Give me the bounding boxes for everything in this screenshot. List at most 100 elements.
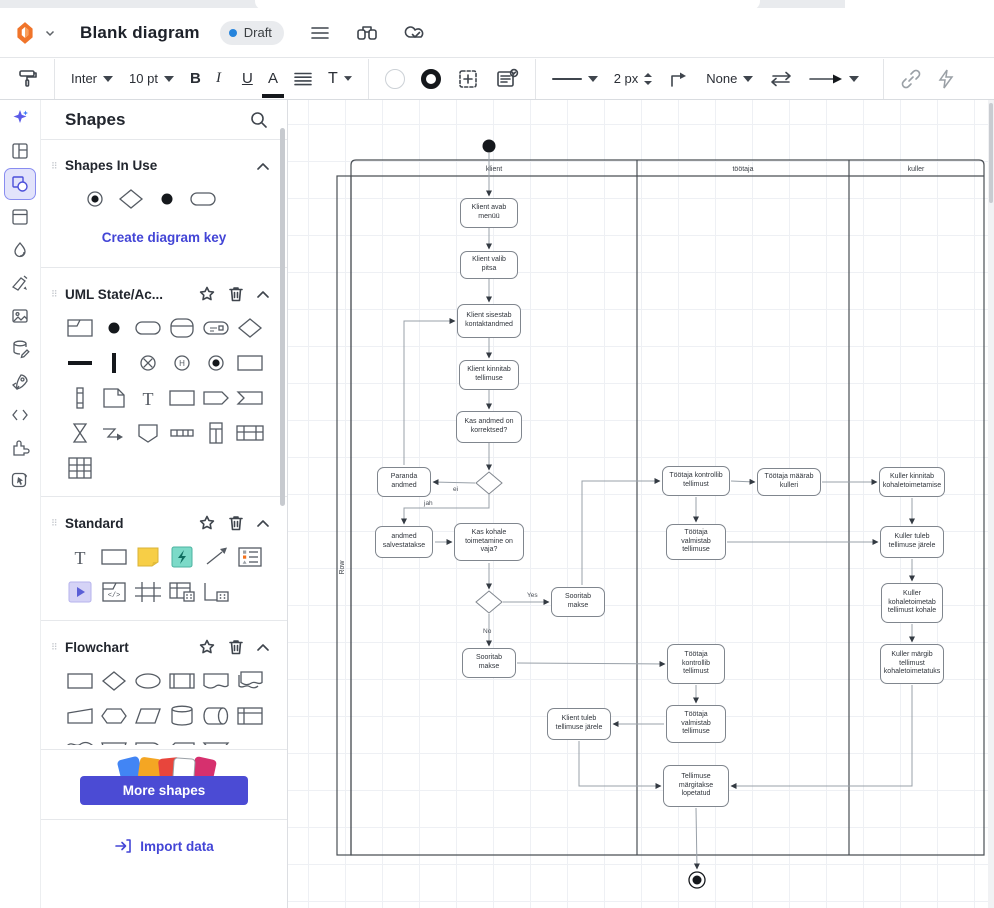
shape-thumb-lifeline[interactable] xyxy=(65,386,95,410)
collapse-chevron-icon[interactable] xyxy=(257,519,269,527)
drag-handle-icon[interactable]: ⠿ xyxy=(51,160,59,171)
collapse-chevron-icon[interactable] xyxy=(257,290,269,298)
activity-node[interactable]: Kuller kohaletoimetab tellimust kohale xyxy=(881,583,943,623)
initial-node[interactable] xyxy=(482,139,496,153)
nav-actions-icon[interactable] xyxy=(5,466,35,496)
shape-thumb-zigzag-arrow[interactable] xyxy=(99,421,129,445)
activity-node[interactable]: Kuller kinnitab kohaletoimetamise xyxy=(879,467,945,497)
shape-thumb-document[interactable] xyxy=(201,669,231,693)
decision-node[interactable] xyxy=(475,471,503,495)
lane-header-klient[interactable]: klient xyxy=(486,166,502,173)
activity-node[interactable]: Sooritab makse xyxy=(462,648,516,678)
activity-node[interactable]: Klient valib pitsa xyxy=(460,251,518,279)
nav-layout-panels-icon[interactable] xyxy=(5,136,35,166)
text-color-button[interactable]: A xyxy=(260,64,286,98)
activity-node[interactable]: Kas andmed on korrektsed? xyxy=(456,411,522,443)
nav-ai-assist-icon[interactable] xyxy=(5,103,35,133)
shape-thumb-fork-horizontal[interactable] xyxy=(65,351,95,375)
shape-thumb-table-wide[interactable] xyxy=(235,421,265,445)
section-title[interactable]: UML State/Ac... xyxy=(65,286,164,302)
bold-button[interactable]: B xyxy=(189,70,201,87)
connector-type-icon[interactable] xyxy=(660,64,698,94)
shape-thumb-decision[interactable] xyxy=(99,669,129,693)
shape-thumb-package[interactable] xyxy=(133,421,163,445)
underline-button[interactable]: U xyxy=(241,70,253,87)
lane-header-kuller[interactable]: kuller xyxy=(908,166,925,173)
decision-node[interactable] xyxy=(475,590,503,614)
shape-thumb-final-node[interactable] xyxy=(80,187,110,211)
nav-frames-icon[interactable] xyxy=(5,202,35,232)
activity-node[interactable]: Klient tuleb tellimuse järele xyxy=(547,708,611,740)
trash-icon[interactable] xyxy=(229,515,243,531)
format-painter-icon[interactable] xyxy=(8,64,46,94)
activity-node[interactable]: Töötaja kontrollib tellimust xyxy=(662,466,730,496)
swimlane-frame[interactable] xyxy=(350,159,985,856)
nav-data-icon[interactable] xyxy=(5,334,35,364)
fill-color-swatch[interactable] xyxy=(384,68,405,89)
shape-thumb-text[interactable]: T xyxy=(133,386,163,410)
shape-thumb-state-compartment[interactable] xyxy=(167,316,197,340)
shape-thumb-merge[interactable] xyxy=(201,738,231,745)
activity-node[interactable]: Klient avab menüü xyxy=(460,198,518,228)
shape-thumb-initial-node[interactable] xyxy=(152,187,182,211)
connector[interactable] xyxy=(693,807,700,870)
shape-thumb-direct-access[interactable] xyxy=(201,704,231,728)
trash-icon[interactable] xyxy=(229,639,243,655)
activity-node[interactable]: Paranda andmed xyxy=(377,467,431,497)
connector[interactable] xyxy=(516,660,666,667)
shape-thumb-text[interactable]: T xyxy=(65,545,95,569)
import-data-row[interactable]: Import data xyxy=(41,820,287,872)
nav-styles-icon[interactable] xyxy=(5,235,35,265)
shape-thumb-state[interactable] xyxy=(188,187,218,211)
shape-data-icon[interactable] xyxy=(487,64,527,94)
activity-node[interactable]: Klient kinnitab tellimuse xyxy=(459,360,519,390)
activity-node[interactable]: Töötaja määrab kulleri xyxy=(757,468,821,496)
stroke-color-swatch[interactable] xyxy=(420,68,441,89)
shape-thumb-data[interactable] xyxy=(133,704,163,728)
search-icon[interactable] xyxy=(249,110,269,130)
shape-thumb-paper-tape[interactable] xyxy=(65,738,95,745)
text-options-button[interactable]: T xyxy=(320,64,360,94)
shape-thumb-rectangle[interactable] xyxy=(99,545,129,569)
section-title[interactable]: Flowchart xyxy=(65,639,129,655)
nav-embed-icon[interactable] xyxy=(5,400,35,430)
section-title[interactable]: Shapes In Use xyxy=(65,158,158,173)
document-title[interactable]: Blank diagram xyxy=(80,22,200,42)
shape-thumb-internal-storage[interactable] xyxy=(235,704,265,728)
lane-header-töötaja[interactable]: töötaja xyxy=(732,166,753,173)
shape-thumb-receive-signal[interactable] xyxy=(235,386,265,410)
shape-thumb-decision[interactable] xyxy=(116,187,146,211)
shape-thumb-dynamic-shape[interactable] xyxy=(167,545,197,569)
shape-thumb-code-block[interactable]: </> xyxy=(99,580,129,604)
activity-node[interactable]: Tellimuse märgitakse lopetatud xyxy=(663,765,729,807)
link-icon[interactable] xyxy=(892,64,930,94)
activity-node[interactable]: Kuller tuleb tellimuse järele xyxy=(880,526,944,558)
shape-thumb-delay[interactable] xyxy=(133,738,163,745)
shape-thumb-process[interactable] xyxy=(65,669,95,693)
line-width-stepper[interactable]: 2 px xyxy=(606,64,661,94)
lucid-logo[interactable] xyxy=(12,20,38,46)
font-family-select[interactable]: Inter xyxy=(63,64,121,94)
shape-thumb-database[interactable] xyxy=(167,704,197,728)
trash-icon[interactable] xyxy=(229,286,243,302)
font-size-select[interactable]: 10 pt xyxy=(121,64,182,94)
shape-thumb-arc[interactable] xyxy=(235,738,265,745)
shape-thumb-preparation[interactable] xyxy=(99,704,129,728)
shape-thumb-card[interactable] xyxy=(167,738,197,745)
chevron-down-icon[interactable] xyxy=(44,27,56,39)
activity-node[interactable]: Kuller märgib tellimust kohaletoimetatuk… xyxy=(880,644,944,684)
connector[interactable] xyxy=(581,478,661,585)
shape-thumb-fork-vertical[interactable] xyxy=(99,351,129,375)
drag-handle-icon[interactable]: ⠿ xyxy=(51,642,59,652)
search-binoculars-icon[interactable] xyxy=(356,24,378,42)
activity-node[interactable]: Sooritab makse xyxy=(551,587,605,617)
favorite-star-icon[interactable] xyxy=(199,639,215,655)
activity-node[interactable]: Töötaja valmistab tellimuse xyxy=(666,524,726,560)
activity-node[interactable]: Klient sisestab kontaktandmed xyxy=(457,304,521,338)
shape-thumb-demo-play[interactable] xyxy=(65,580,95,604)
collapse-chevron-icon[interactable] xyxy=(257,162,269,170)
activity-node[interactable]: Kas kohale toimetamine on vaja? xyxy=(454,523,524,561)
cloud-sync-icon[interactable] xyxy=(404,24,428,42)
connector[interactable] xyxy=(432,479,476,486)
